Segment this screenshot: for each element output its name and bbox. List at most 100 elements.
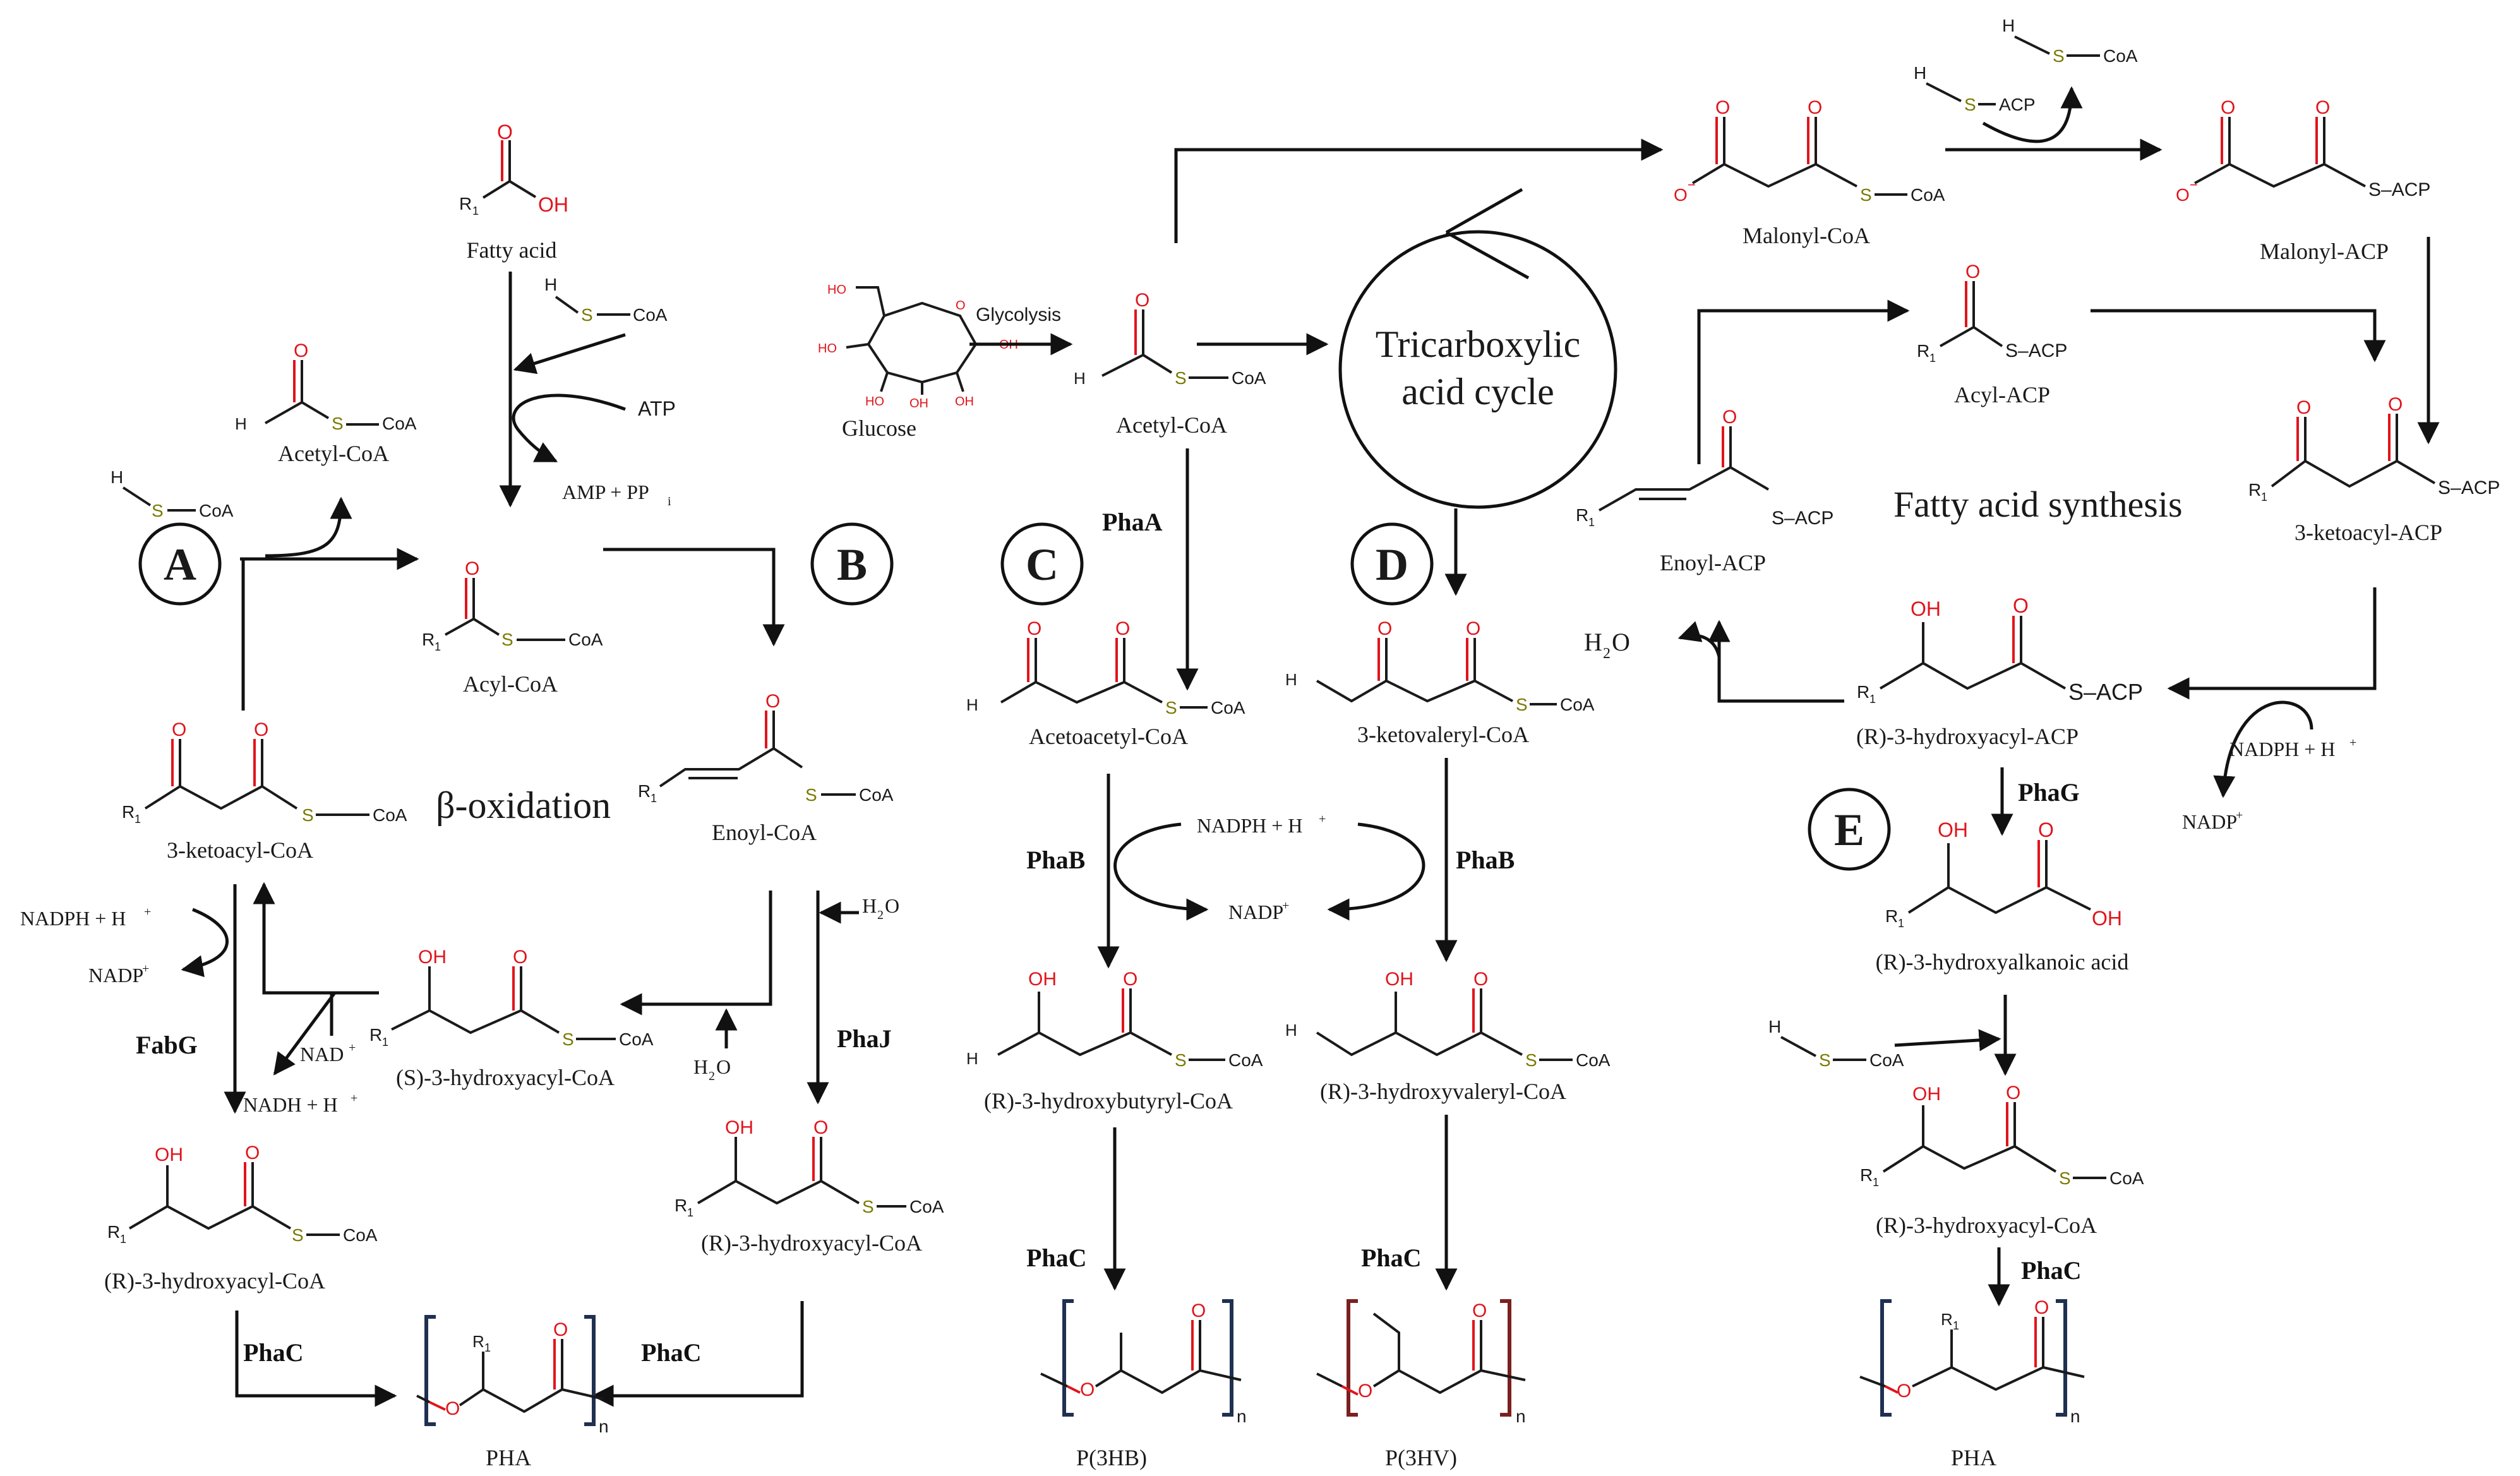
h2o-label-phaJ: H 2 O — [862, 894, 899, 922]
svg-text:O: O — [1377, 618, 1392, 639]
svg-text:+: + — [349, 1041, 356, 1055]
svg-text:O: O — [2013, 594, 2029, 617]
svg-text:O: O — [445, 1398, 460, 1419]
svg-text:O: O — [1466, 618, 1480, 639]
arrow-phaC-mid-to-pha — [591, 1301, 804, 1407]
svg-text:1: 1 — [687, 1206, 693, 1219]
svg-text:CoA: CoA — [909, 1197, 944, 1216]
nadp-label-fas: NADP + — [2182, 808, 2243, 833]
s-hydroxyacyl-coa-structure: R 1 OH O S CoA — [369, 947, 654, 1049]
acyl-coa-label: Acyl-CoA — [463, 671, 558, 697]
svg-text:OH: OH — [1912, 1084, 1941, 1105]
p3hv-structure: O O n — [1316, 1299, 1526, 1426]
svg-text:NADPH + H: NADPH + H — [2229, 738, 2335, 760]
svg-text:1: 1 — [1588, 516, 1595, 529]
svg-text:OH: OH — [1385, 969, 1413, 990]
fatty-acid-structure: O OH R 1 — [459, 121, 568, 217]
hs-coa-pathway-e: H S CoA — [1768, 1017, 1904, 1070]
svg-text:NADP: NADP — [88, 964, 143, 987]
nadp-label-fabG: NADP + — [88, 962, 149, 987]
svg-text:1: 1 — [472, 205, 479, 217]
acetyl-coa-left-label: Acetyl-CoA — [278, 441, 389, 466]
svg-text:CoA: CoA — [1560, 695, 1595, 714]
svg-text:CoA: CoA — [1869, 1050, 1904, 1070]
svg-text:O: O — [1715, 97, 1730, 118]
svg-text:O: O — [2038, 819, 2054, 841]
hs-coa-malonyl-label: H S CoA — [2002, 16, 2138, 66]
arrow-enoyl-coa-to-s-hydroxyacyl-coa — [620, 891, 772, 1016]
pathway-label-A: A — [138, 522, 222, 606]
svg-text:H: H — [1285, 670, 1297, 689]
svg-text:O: O — [1135, 290, 1149, 311]
svg-text:O: O — [1965, 261, 1980, 282]
pha-right-structure: O O R 1 n — [1859, 1297, 2085, 1426]
malonyl-coa-label: Malonyl-CoA — [1743, 223, 1870, 248]
nad-label: NAD + — [300, 1041, 356, 1065]
svg-text:R: R — [2248, 480, 2261, 500]
svg-text:S: S — [805, 785, 817, 805]
svg-text:S: S — [1860, 185, 1872, 205]
svg-text:R: R — [459, 194, 472, 213]
svg-text:OH: OH — [538, 193, 568, 216]
arrow-s-hydroxyacyl-to-ketoacyl — [253, 882, 379, 995]
enoyl-acp-structure: R 1 O S–ACP — [1576, 407, 1833, 529]
svg-text:O: O — [2296, 397, 2311, 418]
svg-text:CoA: CoA — [1911, 185, 1945, 205]
pathway-label-E: E — [1808, 788, 1891, 871]
enzyme-phaC-3: PhaC — [1026, 1244, 1087, 1272]
svg-text:S–ACP: S–ACP — [2438, 477, 2500, 498]
svg-text:S: S — [501, 630, 513, 649]
svg-text:NADPH + H: NADPH + H — [1197, 814, 1302, 837]
enzyme-fabG: FabG — [136, 1031, 198, 1059]
svg-text:R: R — [472, 1332, 484, 1351]
r-hydroxyacyl-coa-left-structure: R 1 OH O S CoA — [107, 1143, 378, 1245]
svg-text:S: S — [862, 1197, 874, 1216]
enzyme-phaG: PhaG — [2018, 778, 2080, 807]
svg-text:CoA: CoA — [373, 805, 407, 825]
svg-text:CoA: CoA — [1576, 1050, 1611, 1070]
glucose-structure: HO O OH HO HO OH OH — [818, 283, 1018, 411]
svg-text:+: + — [2236, 808, 2243, 822]
svg-text:D: D — [1376, 539, 1408, 590]
svg-text:1: 1 — [1869, 693, 1876, 705]
svg-text:OH: OH — [418, 947, 447, 968]
svg-text:O: O — [1897, 1381, 1911, 1401]
svg-text:A: A — [164, 539, 196, 590]
r-hydroxyvaleryl-coa-label: (R)-3-hydroxyvaleryl-CoA — [1320, 1079, 1566, 1104]
svg-text:CoA: CoA — [382, 414, 417, 433]
svg-text:OH: OH — [1911, 597, 1941, 620]
svg-text:O: O — [956, 299, 966, 313]
enzyme-phaB-right: PhaB — [1456, 846, 1515, 874]
enoyl-acp-label: Enoyl-ACP — [1660, 550, 1766, 575]
svg-text:O: O — [1808, 97, 1822, 118]
h2o-label-hydration: H 2 O — [693, 1055, 731, 1083]
svg-text:R: R — [1857, 682, 1869, 702]
hs-coa-pathway-a: H S CoA — [111, 467, 234, 520]
arrow-acyl-acp-to-ketoacyl-acp — [2091, 309, 2386, 363]
enzyme-phaC-5: PhaC — [2021, 1256, 2082, 1285]
ketoacyl-acp-structure: R 1 O O S–ACP — [2248, 394, 2500, 503]
svg-text:OH: OH — [1028, 969, 1057, 990]
svg-text:2: 2 — [1603, 645, 1611, 662]
svg-text:CoA: CoA — [633, 305, 668, 325]
svg-text:O: O — [716, 1055, 731, 1078]
svg-text:S–ACP: S–ACP — [2005, 340, 2067, 361]
svg-text:NAD: NAD — [300, 1043, 344, 1065]
svg-text:O: O — [2315, 97, 2330, 118]
pha-left-label: PHA — [486, 1445, 531, 1470]
svg-text:HO: HO — [865, 395, 884, 409]
svg-text:H: H — [966, 695, 978, 714]
svg-text:H: H — [111, 467, 123, 487]
enoyl-coa-structure: R 1 O S CoA — [638, 691, 894, 805]
svg-text:CoA: CoA — [859, 785, 894, 805]
svg-text:1: 1 — [1873, 1176, 1879, 1189]
svg-text:O: O — [885, 894, 899, 917]
enzyme-phaB-left: PhaB — [1026, 846, 1085, 874]
fatty-acid-synthesis-label: Fatty acid synthesis — [1893, 484, 2183, 525]
svg-text:O: O — [2388, 394, 2403, 415]
p3hb-structure: O O n — [1040, 1299, 1247, 1426]
svg-text:1: 1 — [1898, 917, 1904, 930]
svg-text:CoA: CoA — [2103, 46, 2138, 66]
r-hydroxybutyryl-coa-structure: H OH O S CoA — [966, 969, 1263, 1070]
